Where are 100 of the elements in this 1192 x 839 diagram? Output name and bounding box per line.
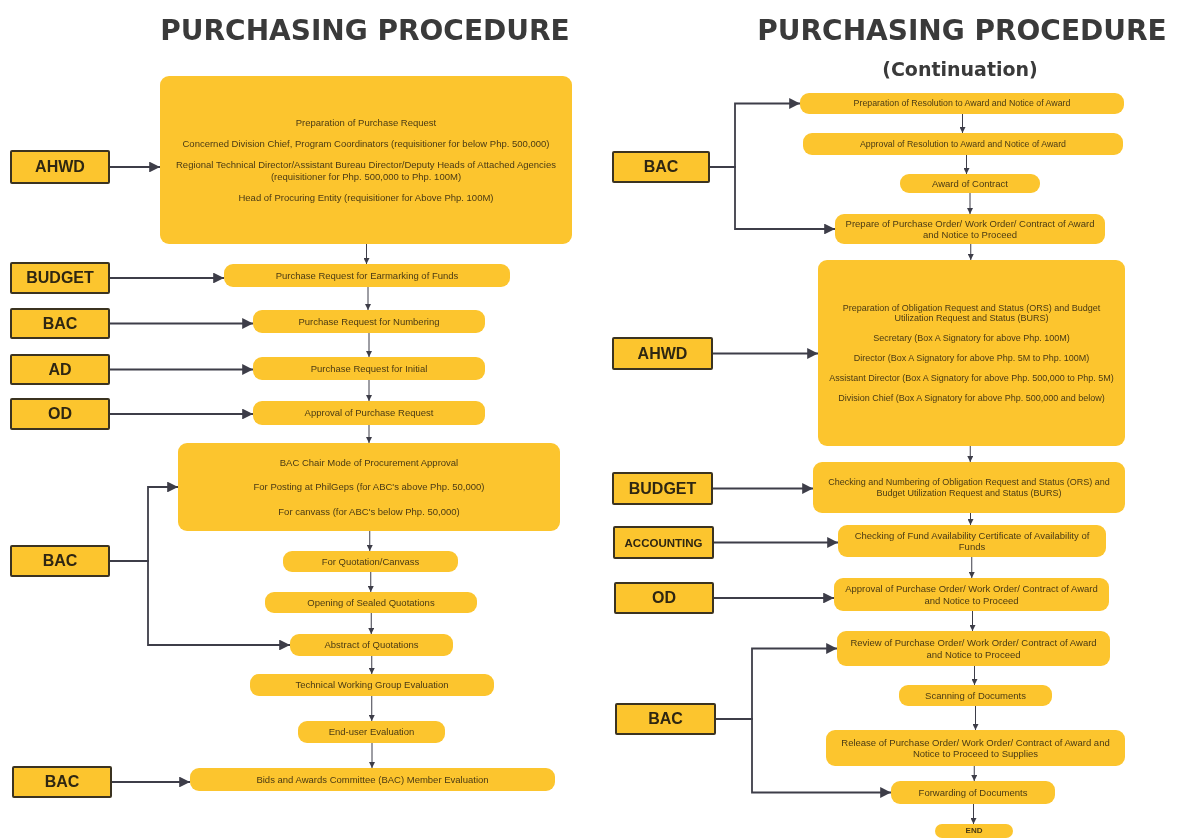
- arrow: [713, 537, 839, 548]
- process-box: [834, 578, 1109, 611]
- step-text: For Posting at PhilGeps (for ABC's above Php. 50,000): [253, 481, 485, 493]
- step-text: Technical Working Group Evaluation: [295, 679, 449, 691]
- role-label: OD: [652, 589, 676, 607]
- role-box: [612, 151, 710, 183]
- role-box: [10, 398, 110, 430]
- arrow: [971, 665, 978, 686]
- step-text: Award of Contract: [932, 177, 1008, 190]
- arrow: [368, 695, 375, 722]
- role-box: [612, 472, 713, 505]
- process-box: [253, 401, 485, 425]
- step-text: Preparation of Obligation Request and Status (ORS) and Budget Utilization Request and Status (BURS): [841, 302, 1102, 325]
- role-box: [614, 582, 714, 614]
- step-text: Review of Purchase Order/ Work Order/ Contract of Award and Notice to Proceed: [849, 637, 1098, 660]
- step-text: Purchase Request for Initial: [310, 362, 428, 375]
- step-text: BAC Chair Mode of Procurement Approval: [279, 456, 459, 469]
- step-text: For Quotation/Canvass: [321, 555, 420, 568]
- step-text: Regional Technical Director/Assistant Bureau Director/Deputy Heads of Attached Agencies (requisitioner for Php. 500,000 to Php. 100M): [175, 159, 557, 183]
- arrow: [366, 530, 373, 552]
- process-box: [837, 631, 1110, 666]
- role-box: [10, 150, 110, 184]
- process-box: [224, 264, 510, 287]
- step-text: End-user Evaluation: [328, 726, 415, 738]
- process-box: [838, 525, 1106, 557]
- step-text: Director (Box A Signatory for above Php. 5M to Php. 100M): [853, 353, 1090, 364]
- arrow: [366, 424, 372, 444]
- role-box: [10, 308, 110, 339]
- end-box: [935, 824, 1013, 838]
- process-box: [800, 93, 1124, 114]
- role-box: [12, 766, 112, 798]
- arrow: [709, 166, 836, 235]
- arrow: [967, 445, 974, 463]
- step-text: Preparation of Resolution to Award and Notice of Award: [853, 98, 1071, 109]
- arrow: [109, 408, 254, 420]
- process-box: [826, 730, 1125, 766]
- arrow: [367, 571, 374, 593]
- arrow: [368, 655, 375, 675]
- role-box: [10, 545, 110, 577]
- step-text: Purchase Request for Numbering: [298, 315, 440, 328]
- process-box: [290, 634, 453, 656]
- role-label: OD: [48, 405, 72, 423]
- arrow: [967, 243, 974, 261]
- process-box: [265, 592, 477, 613]
- arrow: [109, 364, 254, 375]
- role-label: AD: [48, 360, 72, 379]
- step-text: Opening of Sealed Quotations: [307, 596, 435, 609]
- arrow: [109, 161, 161, 173]
- arrow: [712, 348, 819, 359]
- arrow: [972, 705, 979, 731]
- step-text: Head of Procuring Entity (requisitioner for Above Php. 100M): [238, 192, 494, 204]
- role-label: BUDGET: [628, 479, 697, 498]
- process-box: [803, 133, 1123, 155]
- diagram-title: PURCHASING PROCEDURE: [159, 14, 571, 47]
- role-label: BAC: [42, 552, 78, 570]
- step-text: Abstract of Quotations: [324, 639, 419, 651]
- arrow: [366, 332, 372, 358]
- process-box: [250, 674, 494, 696]
- process-box: [813, 462, 1125, 513]
- process-box: [178, 443, 560, 531]
- arrow: [971, 765, 978, 782]
- process-box: [253, 357, 485, 380]
- arrow: [713, 592, 835, 604]
- step-text: Prepare of Purchase Order/ Work Order/ Contract of Award and Notice to Proceed: [844, 217, 1096, 241]
- step-text: For canvass (for ABC's below Php. 50,000): [278, 505, 460, 518]
- process-box: [190, 768, 555, 791]
- section-title: PURCHASING PROCEDURE: [756, 14, 1168, 47]
- step-text: Bids and Awards Committee (BAC) Member Evaluation: [256, 773, 489, 786]
- process-box: [891, 781, 1055, 804]
- subtitle: (Continuation): [881, 58, 1039, 80]
- step-text: Assistant Director (Box A Signatory for above Php. 500,000 to Php. 5M): [829, 372, 1114, 384]
- process-box: [160, 76, 572, 244]
- process-box: [900, 174, 1040, 193]
- process-box: [298, 721, 445, 743]
- arrow: [970, 803, 977, 825]
- arrow: [363, 243, 370, 265]
- step-text: Division Chief (Box A Signatory for above Php. 500,000 and below): [838, 392, 1105, 404]
- role-box: [10, 262, 110, 294]
- arrow: [369, 742, 375, 769]
- step-text: Approval of Purchase Request: [304, 407, 434, 419]
- step-text: Approval of Purchase Order/ Work Order/ Contract of Award and Notice to Proceed: [844, 583, 1099, 606]
- process-box: [818, 260, 1125, 446]
- role-label: BUDGET: [26, 269, 94, 287]
- step-text: Checking and Numbering of Obligation Request and Status (ORS) and Budget Utilization Request and Status (BURS): [827, 476, 1111, 499]
- role-label: ACCOUNTING: [624, 536, 703, 549]
- arrow: [967, 192, 973, 215]
- role-label: BAC: [648, 710, 683, 728]
- arrow: [366, 379, 372, 402]
- arrow: [365, 286, 371, 311]
- step-text: Concerned Division Chief, Program Coordinators (requisitioner for below Php. 500,000): [182, 137, 550, 150]
- arrow: [368, 612, 375, 635]
- arrow: [715, 718, 892, 798]
- step-text: Approval of Resolution to Award and Notice of Award: [859, 138, 1066, 150]
- arrow: [968, 556, 975, 579]
- step-text: Preparation of Purchase Request: [295, 116, 437, 128]
- arrow: [967, 512, 974, 526]
- step-text: Purchase Request for Earmarking of Funds: [275, 269, 459, 282]
- arrow: [109, 272, 225, 284]
- role-label: BAC: [44, 773, 80, 791]
- step-text: Secretary (Box A Signatory for above Php. 100M): [873, 333, 1070, 344]
